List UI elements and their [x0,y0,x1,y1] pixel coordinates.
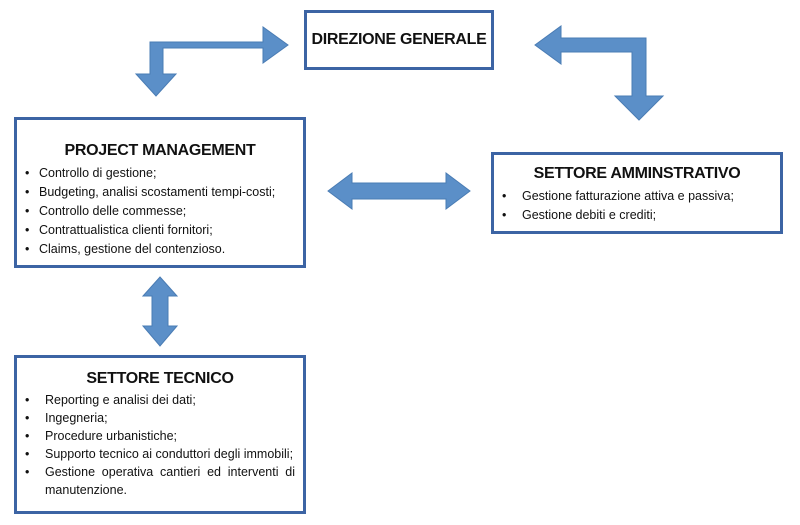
list-item: Gestione operativa cantieri ed intervent… [23,463,295,499]
list-item: Claims, gestione del contenzioso. [23,240,303,259]
list-item: Supporto tecnico ai conduttori degli imm… [23,445,295,463]
settore-amministrativo-list: Gestione fatturazione attiva e passiva; … [500,187,780,225]
list-item: Gestione debiti e crediti; [500,206,780,225]
elbow-arrow-left [134,26,289,97]
list-item: Gestione fatturazione attiva e passiva; [500,187,780,206]
list-item: Controllo delle commesse; [23,202,303,221]
list-item: Budgeting, analisi scostamenti tempi-cos… [23,183,303,202]
settore-tecnico-list: Reporting e analisi dei dati; Ingegneria… [23,391,295,499]
settore-tecnico-box: SETTORE TECNICO Reporting e analisi dei … [14,355,306,514]
double-arrow-horizontal [327,172,471,210]
project-management-list: Controllo di gestione; Budgeting, analis… [23,164,303,259]
list-item: Procedure urbanistiche; [23,427,295,445]
settore-amministrativo-title: SETTORE AMMINSTRATIVO [533,165,741,182]
list-item: Ingegneria; [23,409,295,427]
project-management-box: PROJECT MANAGEMENT Controllo di gestione… [14,117,306,268]
settore-tecnico-title: SETTORE TECNICO [86,370,234,387]
list-item: Controllo di gestione; [23,164,303,183]
list-item: Contrattualistica clienti fornitori; [23,221,303,240]
direzione-generale-box: DIREZIONE GENERALE [304,10,494,70]
list-item: Reporting e analisi dei dati; [23,391,295,409]
double-arrow-vertical [141,276,179,347]
settore-amministrativo-box: SETTORE AMMINSTRATIVO Gestione fatturazi… [491,152,783,234]
project-management-title: PROJECT MANAGEMENT [64,142,256,159]
elbow-arrow-right [534,25,665,121]
direzione-generale-title: DIREZIONE GENERALE [311,31,487,48]
